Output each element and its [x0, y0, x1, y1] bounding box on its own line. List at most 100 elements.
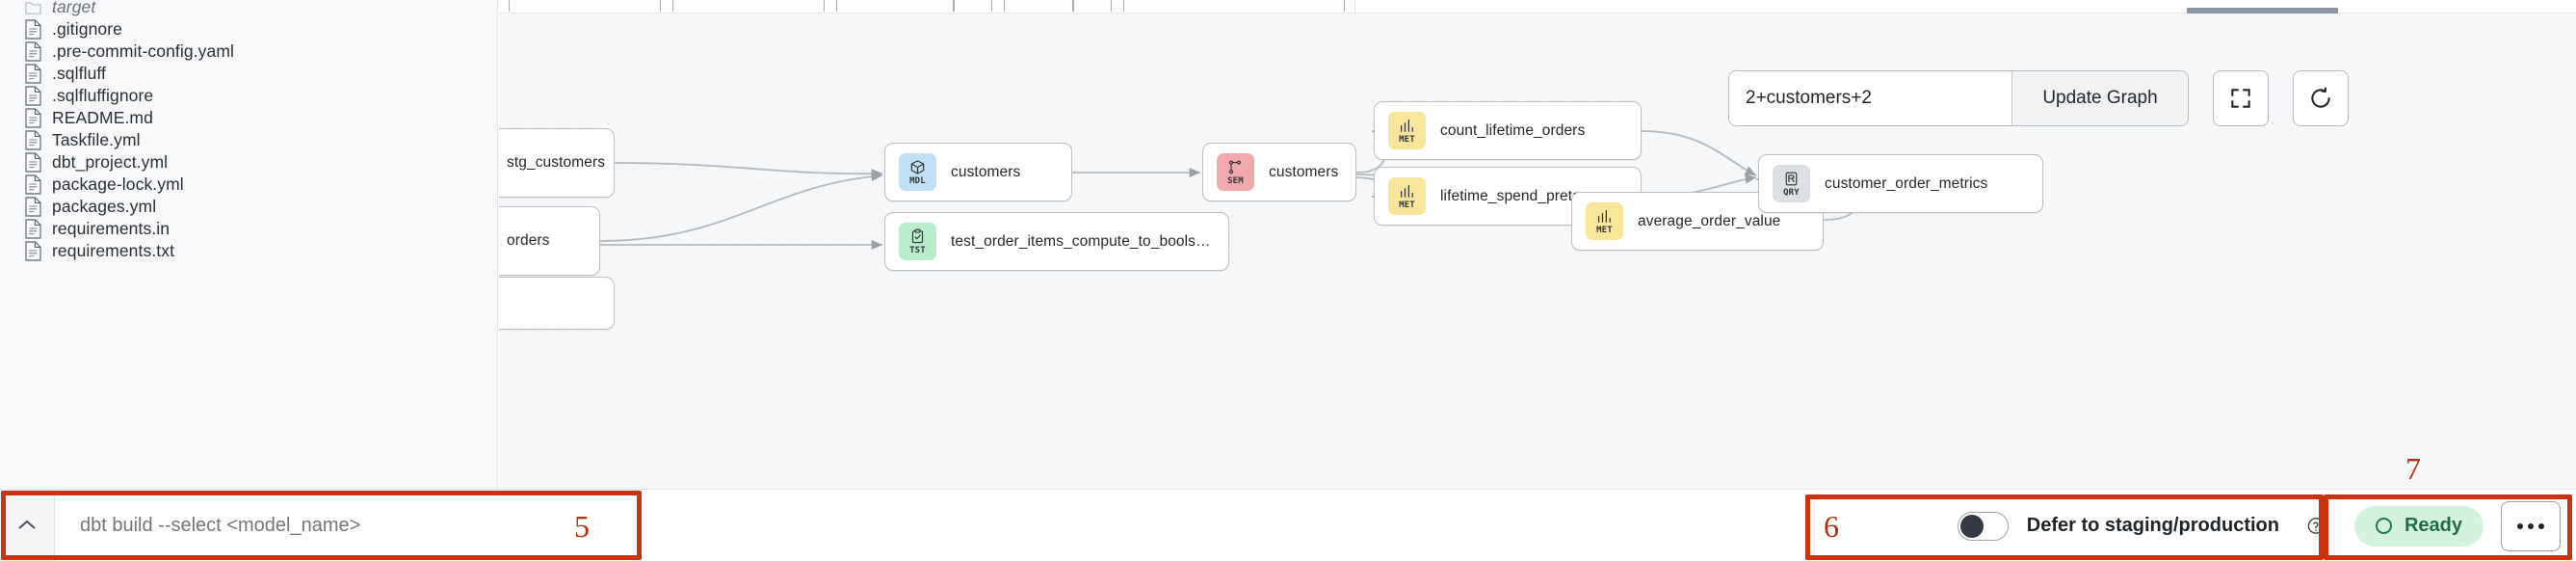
node-type-code: SEM [1227, 175, 1244, 186]
tab-stub[interactable] [1123, 0, 1345, 12]
ellipsis-dot [2528, 522, 2534, 529]
lineage-node-label: orders [507, 232, 550, 249]
lineage-node[interactable]: TST test_order_items_compute_to_bools… [884, 212, 1229, 271]
node-type-badge-met: MET [1388, 112, 1426, 149]
tab-stub[interactable] [509, 0, 661, 12]
lineage-node[interactable]: MDLorders [499, 206, 600, 276]
annotation-number-5: 5 [574, 509, 590, 544]
file-name-label: dbt_project.yml [52, 152, 169, 172]
chevron-up-icon[interactable] [0, 489, 55, 561]
tab-stub[interactable] [672, 0, 825, 12]
file-list-item[interactable]: .gitignore [0, 18, 497, 40]
file-list-item[interactable]: Taskfile.yml [0, 129, 497, 151]
lineage-node-label: test_order_items_compute_to_bools… [951, 232, 1211, 250]
file-name-label: requirements.in [52, 219, 171, 238]
file-name-label: .pre-commit-config.yaml [52, 41, 235, 61]
dbt-command-input[interactable] [55, 489, 513, 561]
lineage-node-label: count_lifetime_orders [1440, 121, 1586, 139]
bar-chart-icon [1399, 118, 1415, 134]
lineage-node[interactable]: MET count_lifetime_orders [1374, 101, 1642, 160]
file-explorer-panel[interactable]: target .gitignore .pre-commit-config.yam… [0, 0, 498, 489]
ellipsis-dot [2538, 522, 2544, 529]
annotation-number-6: 6 [1824, 509, 1839, 544]
node-type-code: TST [909, 245, 926, 255]
file-list-item[interactable]: requirements.txt [0, 240, 497, 262]
file-list-item[interactable]: README.md [0, 107, 497, 129]
defer-to-staging-toggle[interactable] [1957, 511, 2009, 541]
refresh-icon[interactable] [2293, 70, 2349, 126]
file-name-label: Taskfile.yml [52, 130, 141, 149]
graph-search-group[interactable]: Update Graph [1728, 70, 2189, 126]
lineage-node-label: average_order_value [1638, 212, 1781, 229]
file-icon [25, 219, 41, 239]
node-type-badge-met: MET [1388, 177, 1426, 215]
node-type-badge-tst: TST [899, 223, 936, 260]
tab-stub[interactable] [836, 0, 954, 12]
lineage-node[interactable]: MDL customers [884, 143, 1072, 201]
file-icon [25, 197, 41, 217]
file-list-item[interactable]: .sqlfluff [0, 63, 497, 85]
lineage-node[interactable] [499, 277, 615, 330]
file-list-item[interactable]: package-lock.yml [0, 174, 497, 196]
lineage-node[interactable]: MDLstg_customers [499, 128, 615, 198]
file-list-item[interactable]: target [0, 0, 497, 18]
lineage-node-label: lifetime_spend_pretax [1440, 187, 1589, 204]
file-icon [25, 86, 41, 106]
file-icon [25, 241, 41, 261]
graph-toolbar: Update Graph [1728, 70, 2349, 126]
file-icon [25, 174, 41, 195]
file-icon [25, 130, 41, 150]
pane-divider [1354, 0, 1355, 13]
file-name-label: packages.yml [52, 197, 157, 216]
lineage-graph-canvas[interactable]: MDLstg_customersMDLorders MDL customersTST… [499, 13, 2576, 489]
expand-fullscreen-icon[interactable] [2213, 70, 2269, 126]
main-pane: MDLstg_customersMDLorders MDL customersTST… [499, 0, 2576, 489]
tab-stub[interactable] [1004, 0, 1073, 12]
node-type-badge-qry: QRY [1773, 165, 1810, 202]
bar-chart-icon [1399, 183, 1415, 200]
file-icon [25, 19, 41, 40]
toggle-knob [1959, 514, 1984, 538]
file-list: target .gitignore .pre-commit-config.yam… [0, 0, 497, 262]
defer-toggle-group: Defer to staging/production [1936, 511, 2326, 541]
tab-stub[interactable] [954, 0, 992, 12]
bar-chart-icon [1596, 208, 1613, 225]
clipboard-check-icon [909, 228, 926, 245]
file-icon [25, 108, 41, 128]
node-type-code: MET [1399, 134, 1415, 145]
lineage-node-label: customers [951, 163, 1021, 180]
annotation-number-7: 7 [2405, 451, 2421, 486]
ellipsis-dot [2517, 522, 2523, 529]
status-badge-label: Ready [2404, 515, 2462, 536]
file-name-label: .gitignore [52, 19, 122, 39]
file-name-label: .sqlfluffignore [52, 86, 154, 105]
ellipsis-icon[interactable] [2501, 500, 2561, 551]
bottom-right-cluster: Defer to staging/production Ready [1936, 490, 2576, 561]
file-name-label: requirements.txt [52, 241, 175, 260]
file-list-item[interactable]: dbt_project.yml [0, 151, 497, 174]
file-list-item[interactable]: requirements.in [0, 218, 497, 240]
editor-tab-strip[interactable] [499, 0, 2576, 13]
status-badge[interactable]: Ready [2353, 505, 2484, 547]
file-icon [25, 64, 41, 84]
node-type-badge-sem: SEM [1217, 153, 1254, 191]
question-circle-icon[interactable] [2306, 517, 2326, 536]
tab-stub[interactable] [1073, 0, 1112, 12]
file-list-item[interactable]: packages.yml [0, 196, 497, 218]
lineage-node[interactable]: QRY customer_order_metrics [1758, 154, 2043, 213]
lineage-node-label: stg_customers [507, 154, 606, 171]
lineage-node-label: customer_order_metrics [1825, 174, 1988, 192]
file-list-item[interactable]: .sqlfluffignore [0, 85, 497, 107]
defer-toggle-label: Defer to staging/production [2026, 515, 2279, 536]
folder-icon [25, 0, 41, 17]
node-type-code: MDL [909, 175, 926, 186]
graph-selector-input[interactable] [1729, 71, 2011, 125]
update-graph-button[interactable]: Update Graph [2011, 71, 2188, 125]
status-circle-icon [2375, 518, 2392, 534]
semantic-icon [1227, 159, 1244, 175]
file-icon [25, 152, 41, 173]
node-type-badge-mdl: MDL [899, 153, 936, 191]
file-list-item[interactable]: .pre-commit-config.yaml [0, 40, 497, 63]
